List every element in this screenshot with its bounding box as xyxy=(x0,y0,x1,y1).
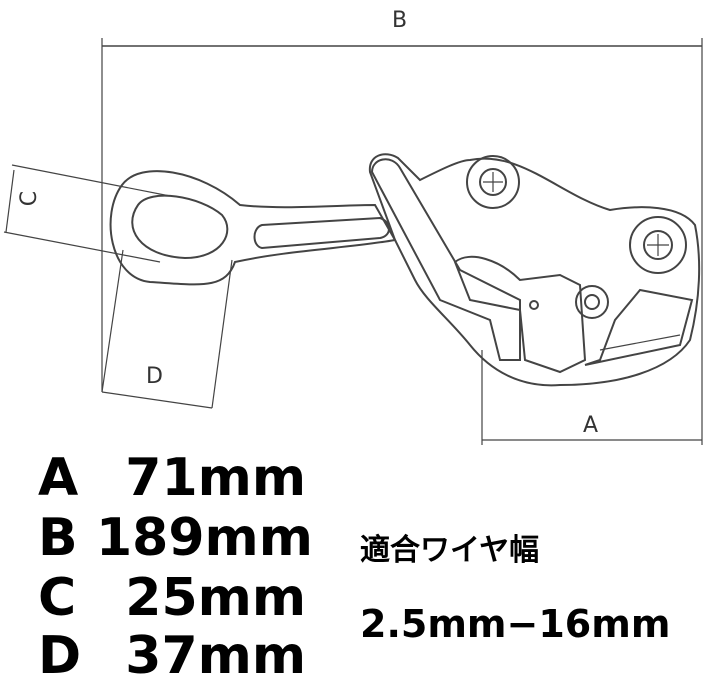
eye-hole xyxy=(131,194,229,260)
spec-value: 71mm xyxy=(125,448,306,508)
dimension-d-ext-right xyxy=(211,259,233,409)
spec-value: 189mm xyxy=(96,508,313,568)
dimension-d-line xyxy=(101,391,213,409)
jaw-lower xyxy=(584,288,694,366)
dimension-a-label: A xyxy=(583,413,599,438)
spec-key: D xyxy=(38,626,82,686)
dimension-d-ext-left xyxy=(101,249,124,393)
clamp-handle-outline xyxy=(109,170,397,286)
dimension-c-label: C xyxy=(17,190,43,207)
wire-width-title: 適合ワイヤ幅 xyxy=(360,533,540,568)
spec-key: B xyxy=(38,508,78,568)
pin-right-inner xyxy=(643,230,673,260)
handle-slot xyxy=(253,216,390,250)
pin-lower xyxy=(575,285,609,319)
spec-value: 37mm xyxy=(125,626,306,686)
dimension-d-label: D xyxy=(146,364,163,389)
spec-key: C xyxy=(38,568,77,628)
clamp-body-outline xyxy=(368,153,701,387)
dimension-c-line xyxy=(5,169,15,233)
spec-key: A xyxy=(38,448,79,508)
pin-lower-inner xyxy=(584,294,600,310)
pin-top xyxy=(466,155,520,209)
lever-arm xyxy=(370,158,521,361)
dimension-c-ext-top xyxy=(11,164,171,197)
dimension-b-label: B xyxy=(392,8,408,33)
pin-top-inner xyxy=(479,168,507,196)
spec-row-b: B 189mm xyxy=(38,508,313,568)
pin-right xyxy=(629,216,687,274)
jaw-groove xyxy=(599,334,681,351)
spec-value: 25mm xyxy=(125,568,306,628)
clamp-technical-drawing xyxy=(3,38,703,445)
dimension-c-ext-bottom xyxy=(3,231,161,263)
wire-width-range: 2.5mm−16mm xyxy=(360,602,671,646)
jaw-upper xyxy=(453,255,587,374)
pin-small xyxy=(529,300,539,310)
